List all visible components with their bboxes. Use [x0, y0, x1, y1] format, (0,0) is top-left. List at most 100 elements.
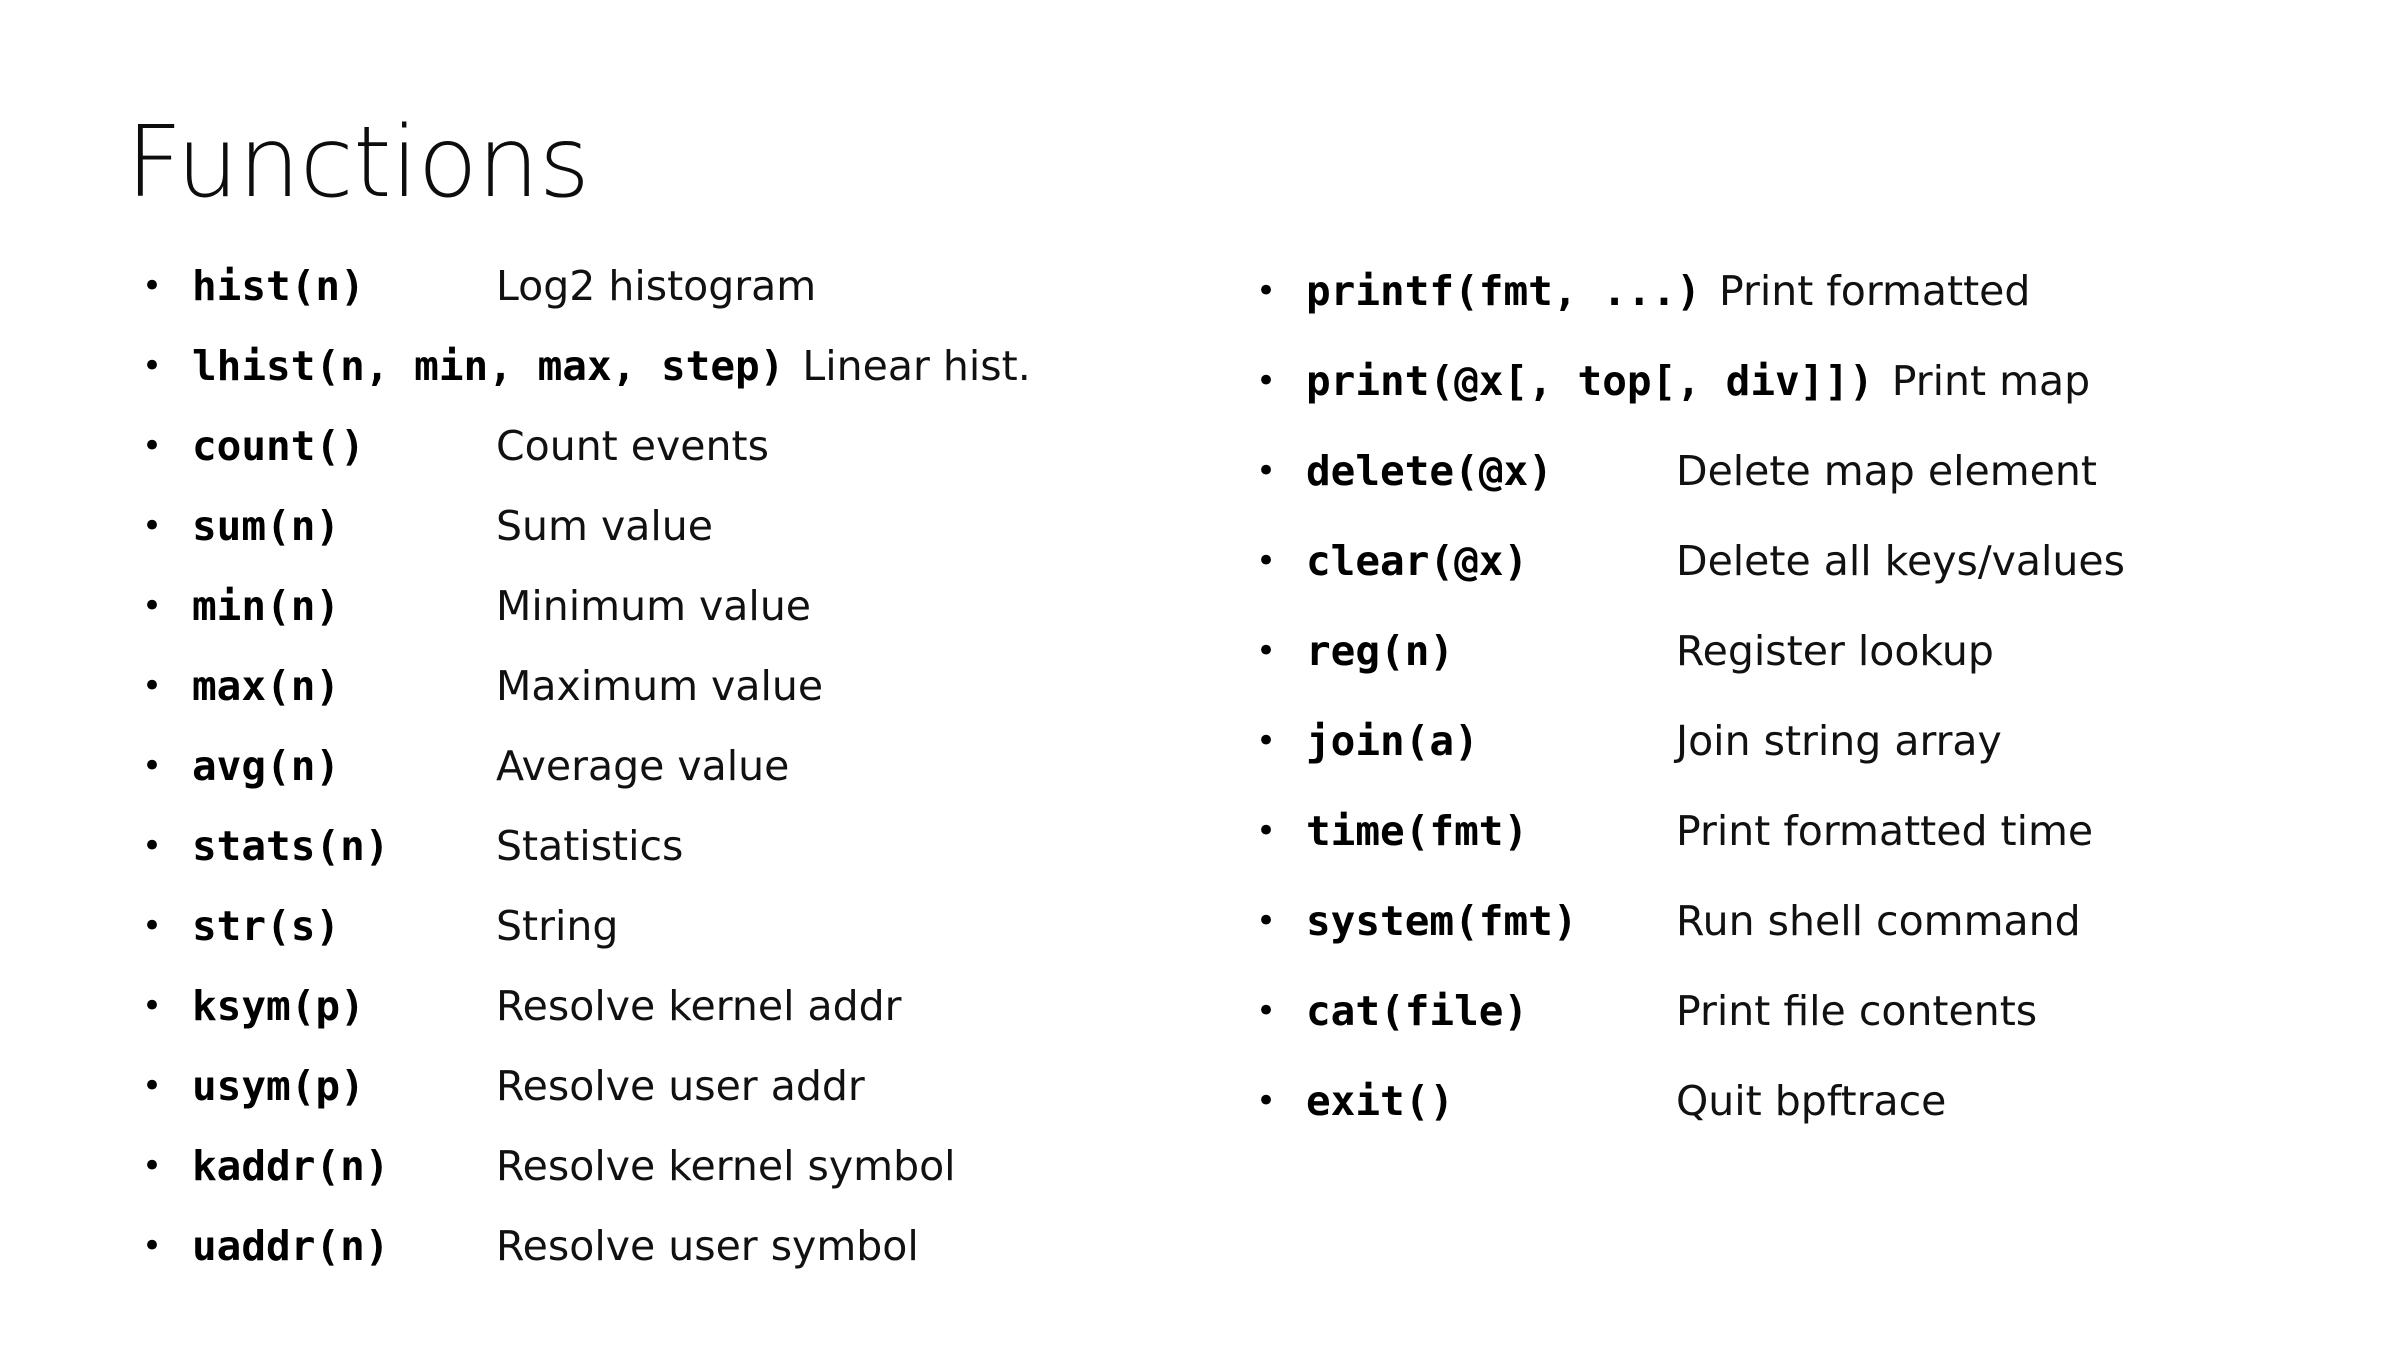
function-description: String: [496, 902, 619, 950]
function-signature: time(fmt): [1306, 807, 1529, 855]
function-signature: delete(@x): [1306, 447, 1553, 495]
list-item: • ksym(p) Resolve kernel addr: [128, 966, 1208, 1046]
function-signature: printf(fmt, ...): [1306, 267, 1701, 315]
function-description: Print formatted time: [1676, 807, 2094, 855]
list-item: • exit() Quit bpftrace: [1242, 1056, 2342, 1146]
bullet-icon: •: [1256, 991, 1277, 1031]
function-entry: print(@x[, top[, div]])Print map: [1306, 336, 2090, 435]
list-item: • delete(@x) Delete map element: [1242, 426, 2342, 516]
list-item: •hist(n)Log2 histogram: [128, 246, 1208, 326]
list-item: • cat(file) Print file contents: [1242, 966, 2342, 1056]
bullet-icon: •: [142, 586, 163, 626]
function-list-left: • hist(n)Log2 histogram • lhist(n, min, max…: [128, 246, 1208, 1286]
function-signature: reg(n): [1306, 627, 1455, 675]
list-item: •uaddr(n)Resolve user symbol: [128, 1206, 1208, 1286]
function-description: Resolve kernel addr: [496, 982, 902, 1030]
function-signature: kaddr(n): [192, 1142, 390, 1190]
function-entry: sum(n)Sum value: [192, 486, 713, 575]
function-description: Resolve user symbol: [496, 1222, 919, 1270]
function-entry: hist(n)Log2 histogram: [192, 246, 816, 335]
bullet-icon: •: [142, 666, 163, 706]
function-signature: min(n): [192, 582, 341, 630]
bullet-icon: •: [142, 266, 163, 306]
list-item: • kaddr(n) Resolve kernel symbol: [128, 1126, 1208, 1206]
list-item: • clear(@x) Delete all keys/values: [1242, 516, 2342, 606]
function-signature: ksym(p): [192, 982, 365, 1030]
bullet-icon: •: [1256, 451, 1277, 491]
function-description: Join string array: [1676, 717, 2002, 765]
function-list-right: •printf(fmt, ...)Print formatted•print(@…: [1242, 246, 2342, 1146]
function-entry: min(n) Minimum value: [192, 566, 811, 655]
function-description: Print map: [1891, 357, 2091, 405]
list-item: •join(a)Join string array: [1242, 696, 2342, 786]
function-entry: max(n)Maximum value: [192, 646, 823, 735]
bullet-icon: •: [142, 426, 163, 466]
function-description: Linear hist.: [802, 342, 1031, 390]
bullet-icon: •: [142, 1146, 163, 1186]
bullet-icon: •: [1256, 811, 1277, 851]
function-entry: printf(fmt, ...)Print formatted: [1306, 246, 2030, 345]
function-entry: avg(n)Average value: [192, 726, 789, 815]
function-signature: join(a): [1306, 717, 1479, 765]
function-column-left: • hist(n)Log2 histogram • lhist(n, min, max…: [128, 246, 1208, 1286]
function-entry: delete(@x) Delete map element: [1306, 426, 2097, 525]
function-signature: str(s): [192, 902, 341, 950]
function-signature: exit(): [1306, 1077, 1455, 1125]
function-description: Resolve user addr: [496, 1062, 865, 1110]
list-item: •print(@x[, top[, div]])Print map: [1242, 336, 2342, 426]
bullet-icon: •: [142, 746, 163, 786]
function-column-right: •printf(fmt, ...)Print formatted•print(@…: [1242, 246, 2342, 1146]
list-item: • count() Count events: [128, 406, 1208, 486]
function-entry: str(s) String: [192, 886, 618, 975]
bullet-icon: •: [142, 826, 163, 866]
function-entry: lhist(n, min, max, step) Linear hist.: [192, 326, 1031, 415]
function-signature: lhist(n, min, max, step): [192, 342, 785, 390]
function-signature: sum(n): [192, 502, 341, 550]
bullet-icon: •: [1256, 1081, 1277, 1121]
page-title: Functions: [126, 105, 590, 220]
list-item: •avg(n)Average value: [128, 726, 1208, 806]
function-signature: clear(@x): [1306, 537, 1529, 585]
function-signature: max(n): [192, 662, 341, 710]
function-signature: hist(n): [192, 262, 365, 310]
list-item: •system(fmt)Run shell command: [1242, 876, 2342, 966]
function-description: Minimum value: [496, 582, 812, 630]
bullet-icon: •: [142, 986, 163, 1026]
function-signature: system(fmt): [1306, 897, 1578, 945]
function-description: Print file contents: [1676, 987, 2038, 1035]
function-entry: exit() Quit bpftrace: [1306, 1056, 1946, 1155]
bullet-icon: •: [1256, 361, 1277, 401]
function-description: Resolve kernel symbol: [496, 1142, 956, 1190]
list-item: •usym(p)Resolve user addr: [128, 1046, 1208, 1126]
function-description: Statistics: [496, 822, 684, 870]
list-item: •printf(fmt, ...)Print formatted: [1242, 246, 2342, 336]
function-signature: stats(n): [192, 822, 390, 870]
list-item: • min(n) Minimum value: [128, 566, 1208, 646]
function-signature: cat(file): [1306, 987, 1529, 1035]
list-item: • reg(n) Register lookup: [1242, 606, 2342, 696]
function-description: Count events: [496, 422, 769, 470]
list-item: •sum(n)Sum value: [128, 486, 1208, 566]
function-description: Delete map element: [1676, 447, 2097, 495]
function-description: Average value: [496, 742, 790, 790]
list-item: •max(n)Maximum value: [128, 646, 1208, 726]
function-entry: uaddr(n) Resolve user symbol: [192, 1206, 919, 1295]
function-signature: uaddr(n): [192, 1222, 390, 1270]
function-description: Quit bpftrace: [1676, 1077, 1947, 1125]
bullet-icon: •: [1256, 631, 1277, 671]
bullet-icon: •: [1256, 541, 1277, 581]
function-entry: clear(@x) Delete all keys/values: [1306, 516, 2125, 615]
bullet-icon: •: [142, 346, 163, 386]
function-description: Register lookup: [1676, 627, 1994, 675]
bullet-icon: •: [142, 906, 163, 946]
function-signature: count(): [192, 422, 365, 470]
list-item: • time(fmt) Print formatted time: [1242, 786, 2342, 876]
function-entry: ksym(p) Resolve kernel addr: [192, 966, 902, 1055]
function-description: Delete all keys/values: [1676, 537, 2125, 585]
list-item: • stats(n) Statistics: [128, 806, 1208, 886]
function-entry: usym(p)Resolve user addr: [192, 1046, 865, 1135]
function-entry: count() Count events: [192, 406, 769, 495]
function-entry: time(fmt) Print formatted time: [1306, 786, 2093, 885]
bullet-icon: •: [1256, 901, 1277, 941]
